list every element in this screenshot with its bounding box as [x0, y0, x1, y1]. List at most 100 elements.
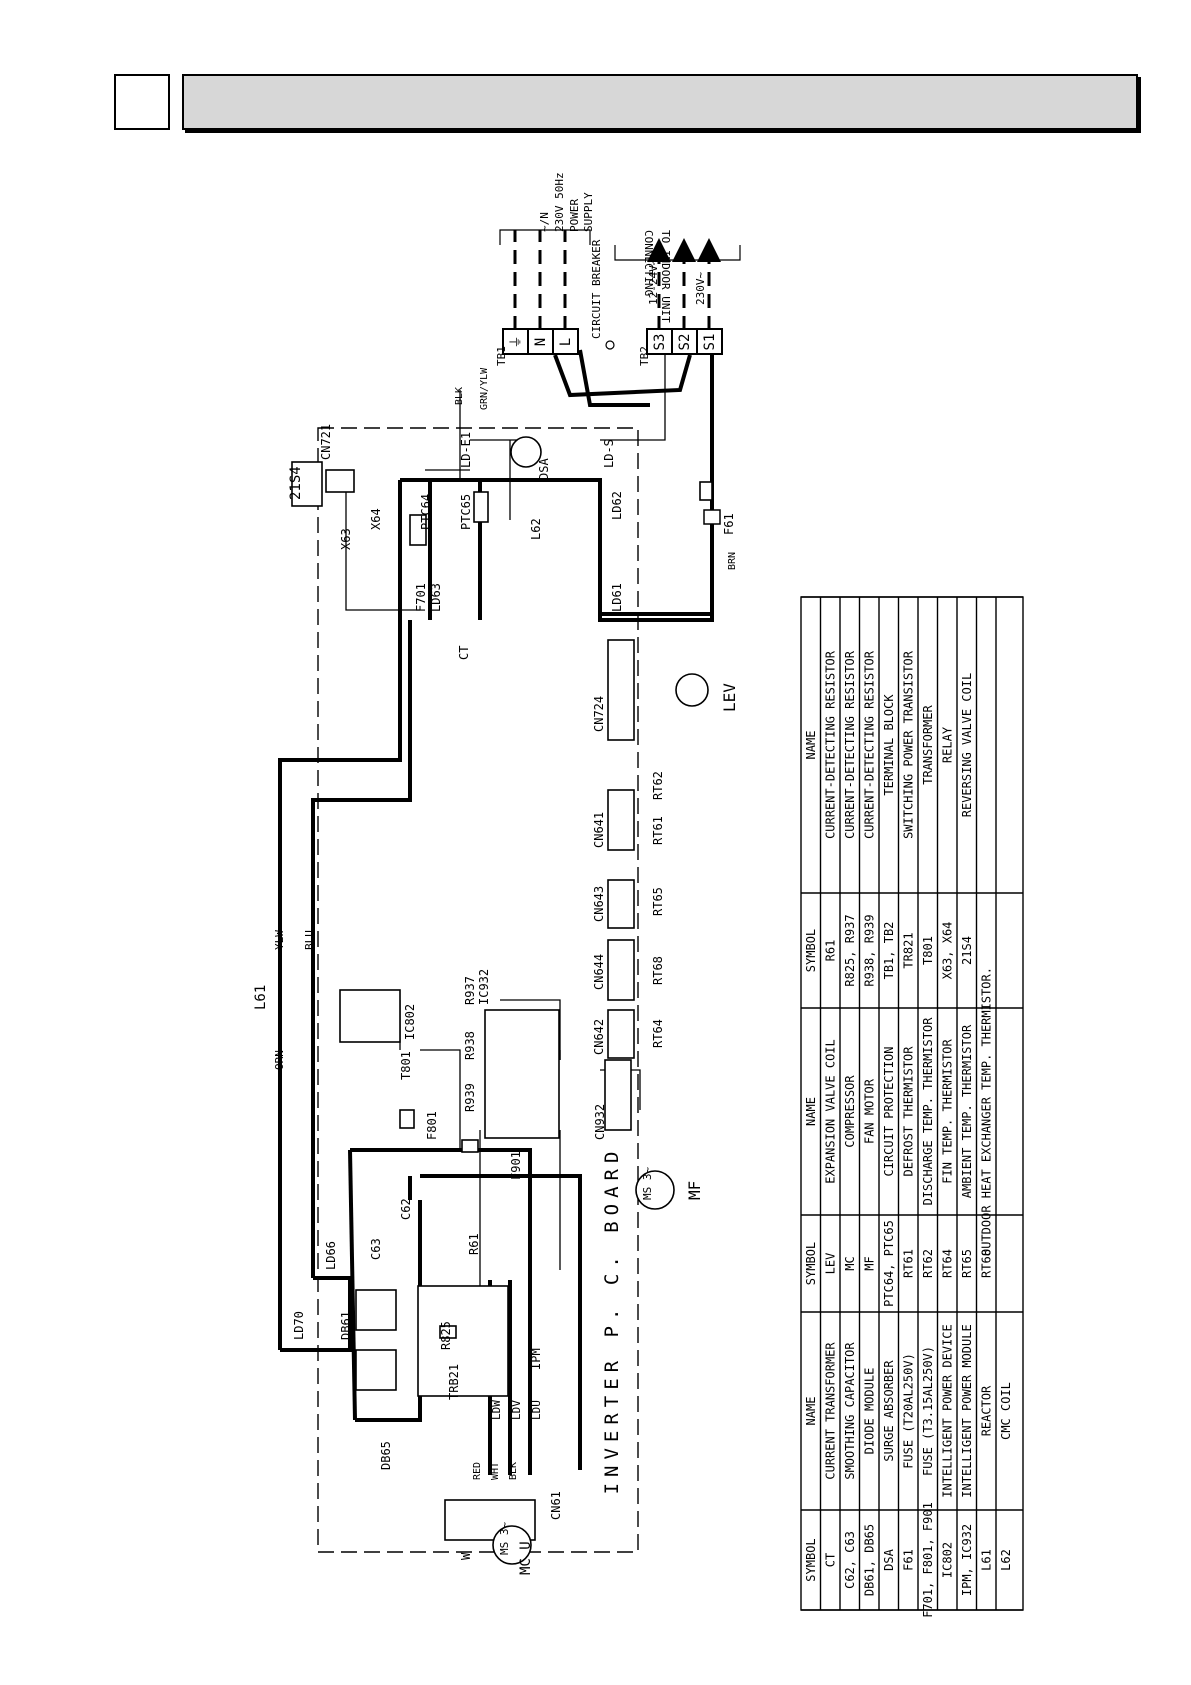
legend-name-cell: DIODE MODULE [862, 1368, 876, 1455]
legend-name-cell: REVERSING VALVE COIL [960, 673, 974, 818]
indoor-line2: CONNECTING [642, 230, 655, 296]
label-ld63: LD63 [429, 583, 443, 612]
supply-line1: ~/N [538, 212, 551, 232]
label-lde1: LD-E1 [459, 432, 473, 468]
legend-symbol-cell: F701, F801, F901 [921, 1502, 935, 1618]
legend-symbol-cell: F61 [901, 1549, 915, 1571]
legend-symbol-cell: RT64 [940, 1249, 954, 1278]
legend-symbol-cell: L61 [979, 1549, 993, 1571]
legend-symbol-cell: RT62 [921, 1249, 935, 1278]
section-number-box [114, 74, 170, 130]
legend-name-cell: DISCHARGE TEMP. THERMISTOR [921, 1017, 935, 1206]
legend-name-cell: CURRENT TRANSFORMER [823, 1342, 837, 1480]
legend-header-cell: SYMBOL [804, 1538, 818, 1581]
label-cn724: CN724 [592, 696, 606, 732]
legend-symbol-cell: IPM, IC932 [960, 1524, 974, 1596]
label-db61: DB61 [339, 1311, 353, 1340]
label-grnylw: GRN/YLW [479, 367, 490, 410]
terminal-block-tb1: ⏚ N L [502, 328, 579, 355]
legend-name-cell: EXPANSION VALVE COIL [823, 1039, 837, 1184]
tb1-cell-n: N [533, 338, 549, 346]
tb1-cell-earth: ⏚ [509, 335, 524, 348]
legend-name-cell: INTELLIGENT POWER DEVICE [940, 1324, 954, 1497]
label-ms3-mc: MS 3~ [498, 1522, 511, 1555]
label-lev: LEV [720, 683, 739, 712]
section-title-bar [182, 74, 1138, 130]
pc-board-outline [317, 427, 639, 1553]
legend-symbol-cell: TB1, TB2 [882, 922, 896, 980]
label-ldw: LDW [490, 1400, 503, 1420]
legend-name-cell: REACTOR [979, 1385, 993, 1436]
breaker-label: CIRCUIT BREAKER [590, 239, 603, 339]
label-ldu: LDU [530, 1400, 543, 1420]
supply-brackets [499, 229, 741, 350]
label-f801: F801 [425, 1111, 439, 1140]
legend-symbol-cell: RT68 [979, 1249, 993, 1278]
label-rt61: RT61 [651, 816, 665, 845]
label-r825: R825 [439, 1321, 453, 1350]
legend-symbol-cell: X63, X64 [940, 922, 954, 980]
label-ic932: IC932 [477, 969, 491, 1005]
label-ld61: LD61 [610, 583, 624, 612]
tb1-cell-l: L [558, 338, 574, 346]
legend-symbol-cell: T801 [921, 936, 935, 965]
label-ic802: IC802 [403, 1004, 417, 1040]
dc-voltage-label: 12-24V⎓ [647, 256, 660, 305]
legend-name-cell: TRANSFORMER [921, 704, 935, 784]
diagram-labels: INVERTER P. C. BOARD ~/N 230V 50Hz POWER… [253, 172, 739, 1575]
board-title: INVERTER P. C. BOARD [601, 1146, 623, 1495]
legend-name-cell: SWITCHING POWER TRANSISTOR [901, 650, 915, 839]
label-rt62: RT62 [651, 771, 665, 800]
legend-header-cell: NAME [804, 731, 818, 760]
terminal-block-tb2: S3 S2 S1 [646, 328, 723, 355]
legend-name-cell: FUSE (T3.15AL250V) [921, 1346, 935, 1476]
label-ld66: LD66 [324, 1241, 338, 1270]
label-cn642: CN642 [592, 1019, 606, 1055]
label-l61: L61 [253, 985, 269, 1010]
label-cn641: CN641 [592, 812, 606, 848]
fuse-f61 [703, 509, 721, 525]
legend-symbol-cell: PTC64, PTC65 [882, 1220, 896, 1307]
label-ptc65: PTC65 [459, 494, 473, 530]
tb2-cell-s1: S1 [702, 334, 718, 351]
label-cn643: CN643 [592, 886, 606, 922]
supply-leads [513, 230, 721, 330]
legend-symbol-cell: L62 [999, 1549, 1013, 1571]
label-wht: WHT [490, 1462, 501, 1480]
label-x64: X64 [369, 508, 383, 530]
legend-symbol-cell: RT65 [960, 1249, 974, 1278]
supply-line2: 230V 50Hz [553, 172, 566, 232]
label-r61: R61 [467, 1233, 481, 1255]
label-ipm: IPM [529, 1348, 543, 1370]
label-blk-earth: BLK [454, 387, 465, 405]
legend-symbol-cell: MF [862, 1256, 876, 1270]
legend-name-cell: INTELLIGENT POWER MODULE [960, 1324, 974, 1497]
legend-name-cell: RELAY [940, 726, 954, 763]
legend-header-cell: NAME [804, 1397, 818, 1426]
legend-header-cell: SYMBOL [804, 1242, 818, 1285]
legend-name-cell: CMC COIL [999, 1382, 1013, 1440]
indoor-line1: TO INDOOR UNIT [659, 230, 672, 323]
legend-symbol-cell: R61 [823, 940, 837, 962]
legend-name-cell: AMBIENT TEMP. THERMISTOR [960, 1024, 974, 1198]
label-mcu: MC U [518, 1541, 534, 1575]
label-orn: ORN [273, 1050, 286, 1070]
label-21s4: 21S4 [288, 466, 304, 500]
label-cn932: CN932 [593, 1104, 607, 1140]
label-ylw: YLW [273, 930, 286, 950]
label-cn644: CN644 [592, 954, 606, 990]
legend-name-cell: FUSE (T20AL250V) [901, 1353, 915, 1469]
label-c63: C63 [369, 1238, 383, 1260]
legend-name-cell: CURRENT-DETECTING RESISTOR [862, 650, 876, 839]
label-rt68: RT68 [651, 956, 665, 985]
legend-name-cell: FIN TEMP. THERMISTOR [940, 1038, 954, 1183]
supply-line4: SUPPLY [582, 192, 595, 232]
label-r937: R937 [463, 976, 477, 1005]
legend-name-cell: FAN MOTOR [862, 1078, 876, 1144]
legend-name-cell: SURGE ABSORBER [882, 1360, 896, 1462]
label-dsa: DSA [537, 458, 551, 480]
legend-symbol-cell: 21S4 [960, 936, 974, 965]
label-f61: F61 [722, 513, 736, 535]
legend-symbol-cell: R938, R939 [862, 914, 876, 986]
